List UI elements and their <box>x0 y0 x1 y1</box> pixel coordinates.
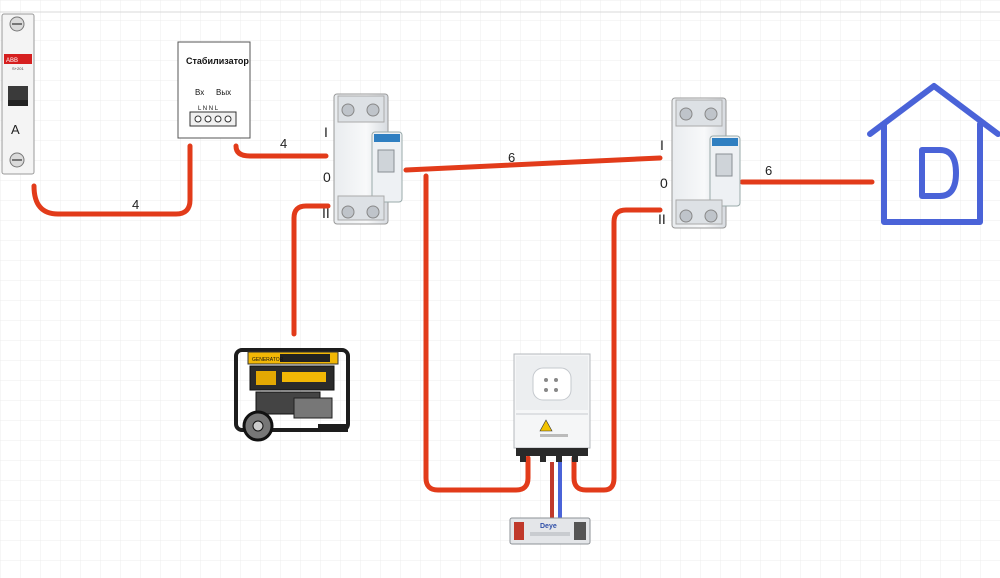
switch2-handle <box>715 153 733 177</box>
wires <box>31 143 875 493</box>
switch1-handle <box>377 149 395 173</box>
switch1-pos-0: 0 <box>323 169 331 185</box>
svg-text:Стабилизатор: Стабилизатор <box>186 56 249 66</box>
stabilizer-terminal-block <box>189 111 237 127</box>
wire-label-6b: 6 <box>765 163 772 178</box>
switch1-pos-2: II <box>322 205 330 221</box>
wire-breaker-to-stabilizer <box>31 143 193 217</box>
wire-switch1-to-switch2 <box>403 155 663 173</box>
switch2-pos-1: I <box>660 137 664 153</box>
wire-switch1-to-inverter <box>423 173 531 493</box>
svg-text:A: A <box>11 122 20 137</box>
warning-icon <box>539 419 553 432</box>
input-breaker: ABB S+201 A <box>1 13 35 175</box>
transfer-switch-1 <box>333 93 403 225</box>
inverter <box>513 353 591 462</box>
transfer-switch-2 <box>671 97 741 229</box>
stabilizer: Стабилизатор Вх Вых L N N L <box>177 41 251 139</box>
wire-label-4b: 4 <box>280 136 287 151</box>
switch2-pos-0: 0 <box>660 175 668 191</box>
svg-text:Deye: Deye <box>540 523 557 530</box>
wire-label-4a: 4 <box>132 197 139 212</box>
svg-text:Вых: Вых <box>216 88 231 97</box>
battery: Deye <box>509 517 591 545</box>
switch2-pos-2: II <box>658 211 666 227</box>
generator: GENERATOR <box>234 348 350 442</box>
svg-text:ABB: ABB <box>6 58 18 64</box>
svg-text:S+201: S+201 <box>12 66 24 71</box>
wire-label-6a: 6 <box>508 150 515 165</box>
switch1-pos-1: I <box>324 124 328 140</box>
svg-text:L N N L: L N N L <box>198 106 219 112</box>
wire-stabilizer-to-switch1 <box>233 143 329 159</box>
wire-generator-to-switch1 <box>291 203 331 337</box>
svg-text:Вх: Вх <box>195 88 204 97</box>
house-icon <box>867 83 1000 225</box>
inverter-display <box>532 367 572 401</box>
wire-inverter-to-switch2 <box>571 207 663 493</box>
svg-text:GENERATOR: GENERATOR <box>252 357 284 363</box>
